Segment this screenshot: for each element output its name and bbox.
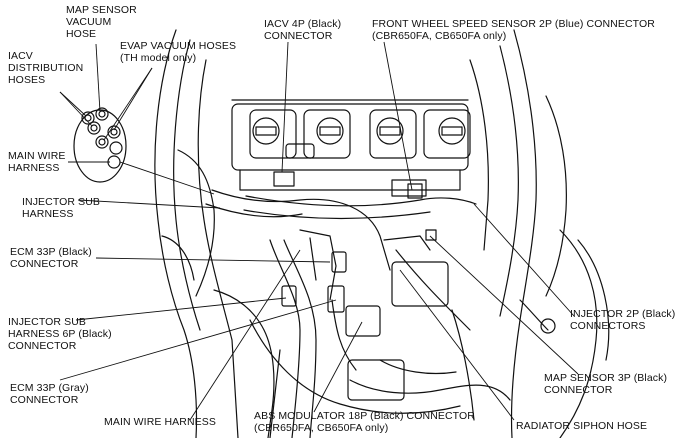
front-wheel-speed-sensor-label: FRONT WHEEL SPEED SENSOR 2P (Blue) CONNE… [372,18,655,42]
injector-sub-harness-label: INJECTOR SUB HARNESS [22,196,101,220]
throttle-body-assembly [231,99,477,220]
frame-right [469,29,610,438]
leader-lines [59,41,579,421]
ecm-33p-gray-label: ECM 33P (Gray) CONNECTOR [10,382,89,406]
frame-left [154,29,275,438]
connector-shapes [281,183,449,337]
ecm-33p-black-label: ECM 33P (Black) CONNECTOR [10,246,92,270]
radiator-siphon-hose-label: RADIATOR SIPHON HOSE [516,420,648,432]
lower-engine [249,309,475,438]
main-wire-harness-left-label: MAIN WIRE HARNESS [8,150,66,174]
iacv-distribution-hoses-label: IACV DISTRIBUTION HOSES [8,50,84,86]
abs-modulator-label: ABS MODULATOR 18P (Black) CONNECTOR (CBR… [254,410,475,434]
iacv-4p-connector-label: IACV 4P (Black) CONNECTOR [264,18,342,42]
wire-harness-routing [205,189,511,438]
main-wire-harness-bottom-label: MAIN WIRE HARNESS [104,416,216,428]
map-sensor-3p-label: MAP SENSOR 3P (Black) CONNECTOR [544,372,668,396]
injector-2p-label: INJECTOR 2P (Black) CONNECTORS [570,308,676,332]
map-sensor-vacuum-hose-label: MAP SENSOR VACUUM HOSE [66,4,137,40]
evap-vacuum-hoses-label: EVAP VACUUM HOSES (TH model only) [120,40,237,64]
injector-sub-harness-6p-label: INJECTOR SUB HARNESS 6P (Black) CONNECTO… [8,316,112,352]
